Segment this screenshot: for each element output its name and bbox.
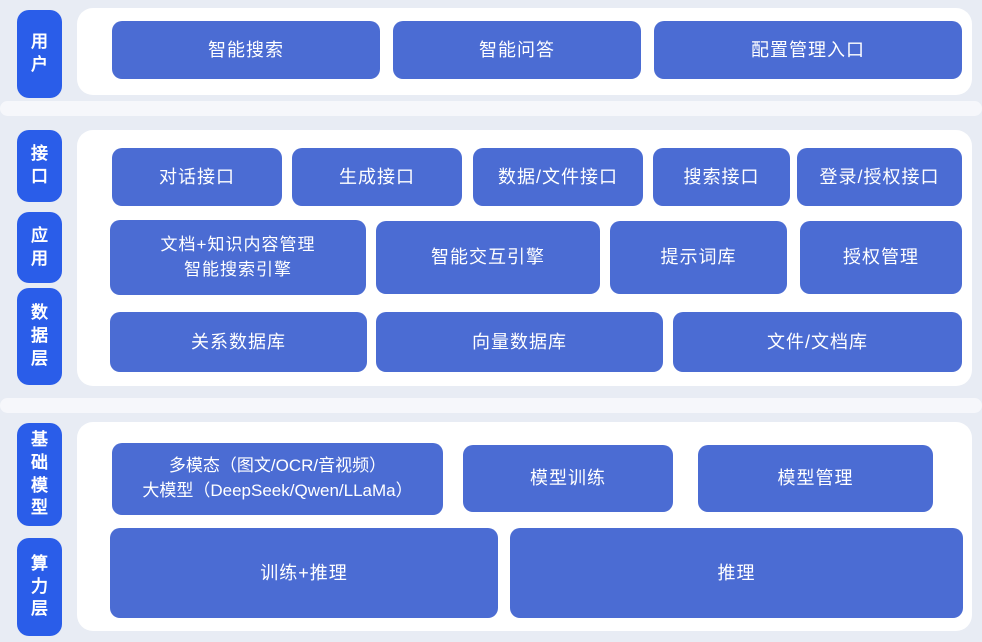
layer-label-foundation-model: 基础模型 <box>17 423 62 526</box>
block-data-file-api: 数据/文件接口 <box>473 148 643 206</box>
block-model-training: 模型训练 <box>463 445 673 512</box>
block-doc-knowledge-search-engine: 文档+知识内容管理 智能搜索引擎 <box>110 220 366 295</box>
layer-label-compute-layer: 算力层 <box>17 538 62 636</box>
block-authorization-management: 授权管理 <box>800 221 962 294</box>
layer-label-data-layer: 数据层 <box>17 288 62 385</box>
section-gap-band <box>0 101 982 116</box>
block-dialog-api: 对话接口 <box>112 148 282 206</box>
section-gap-band <box>0 398 982 413</box>
block-multimodal-large-model: 多模态（图文/OCR/音视频） 大模型（DeepSeek/Qwen/LLaMa） <box>112 443 443 515</box>
block-config-management-entry: 配置管理入口 <box>654 21 962 79</box>
block-intelligent-qa: 智能问答 <box>393 21 641 79</box>
layer-label-user: 用户 <box>17 10 62 98</box>
block-training-plus-inference: 训练+推理 <box>110 528 498 618</box>
block-file-document-store: 文件/文档库 <box>673 312 962 372</box>
block-intelligent-search: 智能搜索 <box>112 21 380 79</box>
layer-label-application: 应用 <box>17 212 62 283</box>
block-generation-api: 生成接口 <box>292 148 462 206</box>
block-model-management: 模型管理 <box>698 445 933 512</box>
block-prompt-library: 提示词库 <box>610 221 787 294</box>
layer-label-interface: 接口 <box>17 130 62 202</box>
block-login-auth-api: 登录/授权接口 <box>797 148 962 206</box>
block-vector-database: 向量数据库 <box>376 312 663 372</box>
block-inference: 推理 <box>510 528 963 618</box>
block-intelligent-interaction-engine: 智能交互引擎 <box>376 221 600 294</box>
block-search-api: 搜索接口 <box>653 148 790 206</box>
block-relational-database: 关系数据库 <box>110 312 367 372</box>
